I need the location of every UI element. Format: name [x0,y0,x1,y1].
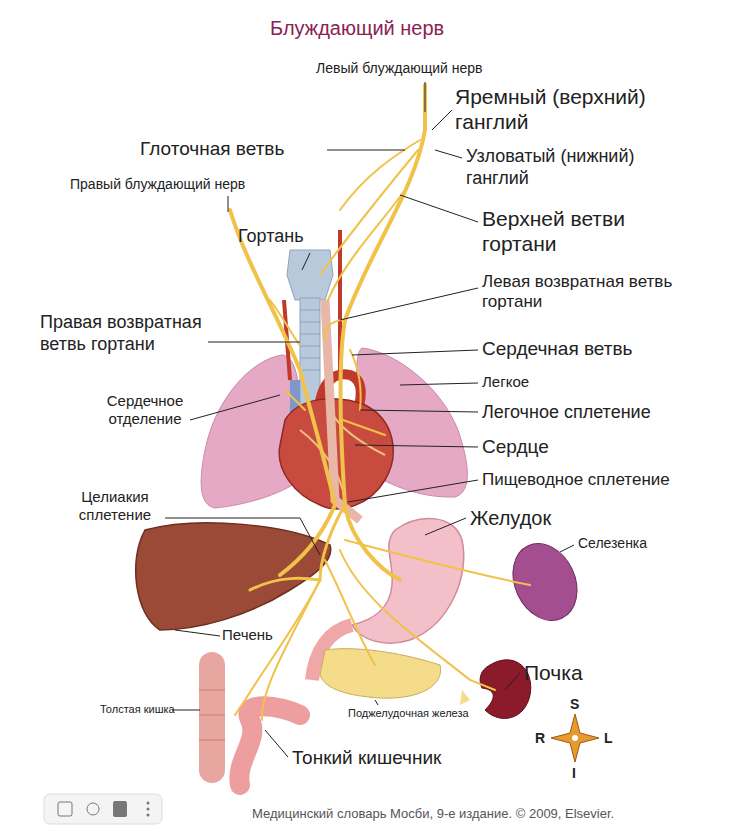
part-label: Печень [222,626,273,644]
part-label: Целиакия сплетение [60,488,170,524]
pancreas [320,649,441,699]
part-label: Глоточная ветвь [140,138,284,161]
stomach [352,519,464,644]
large-intestine [199,665,225,770]
part-label: Почка [524,660,583,685]
part-label: Легочное сплетение [482,402,651,424]
diagram-title: Блуждающий нерв [270,16,444,40]
part-label: Узловатый (нижний) ганглий [466,146,686,189]
part-label: Сердечная ветвь [482,338,632,361]
compass-letter: I [572,765,576,782]
trachea [300,298,320,408]
part-label: Гортань [238,226,304,248]
viewer-toolbar [44,794,162,824]
part-label: Левый блуждающий нерв [316,60,483,77]
part-label: Желудок [470,506,551,530]
larynx [287,250,333,300]
part-label: Левая возвратная ветвь гортани [482,272,702,313]
part-label: Легкое [482,373,529,391]
kidney [480,660,531,719]
part-label: Селезенка [578,535,647,552]
compass-letter: L [604,730,613,747]
part-label: Толстая кишка [100,703,175,716]
compass-letter: S [570,696,579,713]
part-label: Сердечное отделение [90,392,200,428]
part-label: Правый блуждающий нерв [70,176,245,193]
part-label: Пищеводное сплетение [482,470,670,490]
part-label: Яремный (верхний) ганглий [455,84,700,134]
compass-rose [551,714,599,762]
part-label: Правая возвратная ветвь гортани [40,312,240,355]
compass-letter: R [535,730,545,747]
part-label: Верхней ветви гортани [482,206,682,256]
part-label: Тонкий кишечник [292,747,441,770]
small-intestine [239,706,300,785]
part-label: Сердце [482,436,549,459]
source-caption: Медицинский словарь Мосби, 9-е издание. … [252,806,614,822]
part-label: Поджелудочная железа [348,707,469,720]
